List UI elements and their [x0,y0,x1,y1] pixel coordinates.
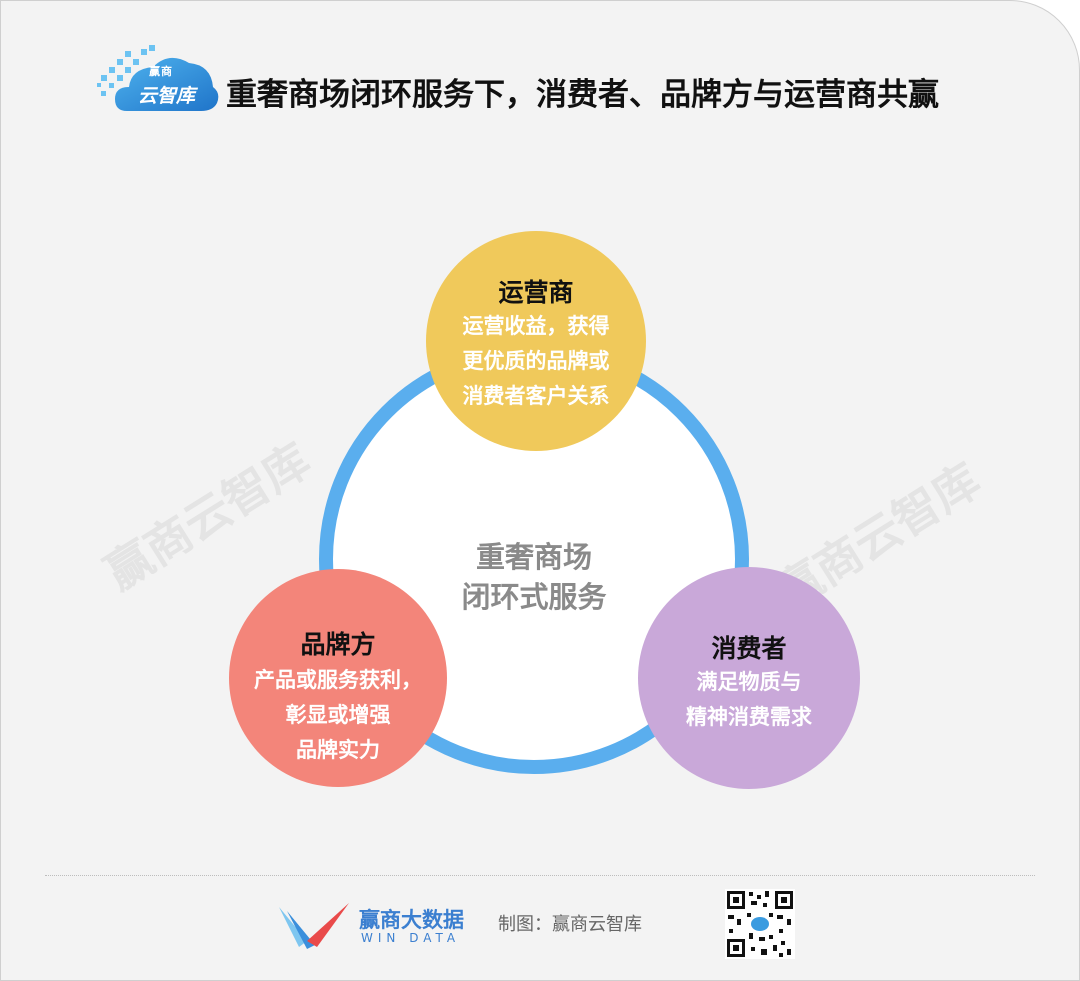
consumer-desc-line: 精神消费需求 [686,705,812,729]
operator-description: 运营收益，获得 更优质的品牌或 消费者客户关系 [426,309,646,414]
page-title: 重奢商场闭环服务下，消费者、品牌方与运营商共赢 [226,77,939,113]
watermark: 赢商云智库 [95,432,320,601]
consumer-desc-line: 满足物质与 [696,670,802,694]
windata-brand-name: 赢商大数据 [359,908,464,932]
brand-node: 品牌方 产品或服务获利， 彰显或增强 品牌实力 [229,569,447,787]
operator-title: 运营商 [498,278,574,307]
logo-small-text: 赢商 [149,65,173,78]
consumer-node: 消费者 满足物质与 精神消费需求 [638,567,860,789]
operator-node: 运营商 运营收益，获得 更优质的品牌或 消费者客户关系 [426,231,646,451]
center-label-line1: 重奢商场 [475,540,592,574]
consumer-description: 满足物质与 精神消费需求 [638,665,860,735]
operator-desc-line: 更优质的品牌或 [462,349,610,373]
brand-desc-line: 彰显或增强 [285,703,391,727]
center-label: 重奢商场 闭环式服务 [419,537,649,617]
brand-desc-line: 品牌实力 [296,738,380,762]
operator-desc-line: 消费者客户关系 [462,384,610,408]
qr-code-icon [725,889,795,959]
windata-logo-icon [279,903,349,949]
consumer-title: 消费者 [711,634,787,663]
cloud-logo-icon [97,45,219,111]
logo-main-text: 云智库 [138,85,196,107]
operator-desc-line: 运营收益，获得 [462,314,610,338]
footer-divider [45,875,1035,876]
brand-description: 产品或服务获利， 彰显或增强 品牌实力 [229,663,447,768]
brand-desc-line: 产品或服务获利， [254,668,422,692]
brand-title: 品牌方 [300,630,376,659]
chart-credit: 制图：赢商云智库 [498,914,642,935]
windata-brand-sub: WIN DATA [361,931,461,945]
center-label-line2: 闭环式服务 [461,580,607,614]
